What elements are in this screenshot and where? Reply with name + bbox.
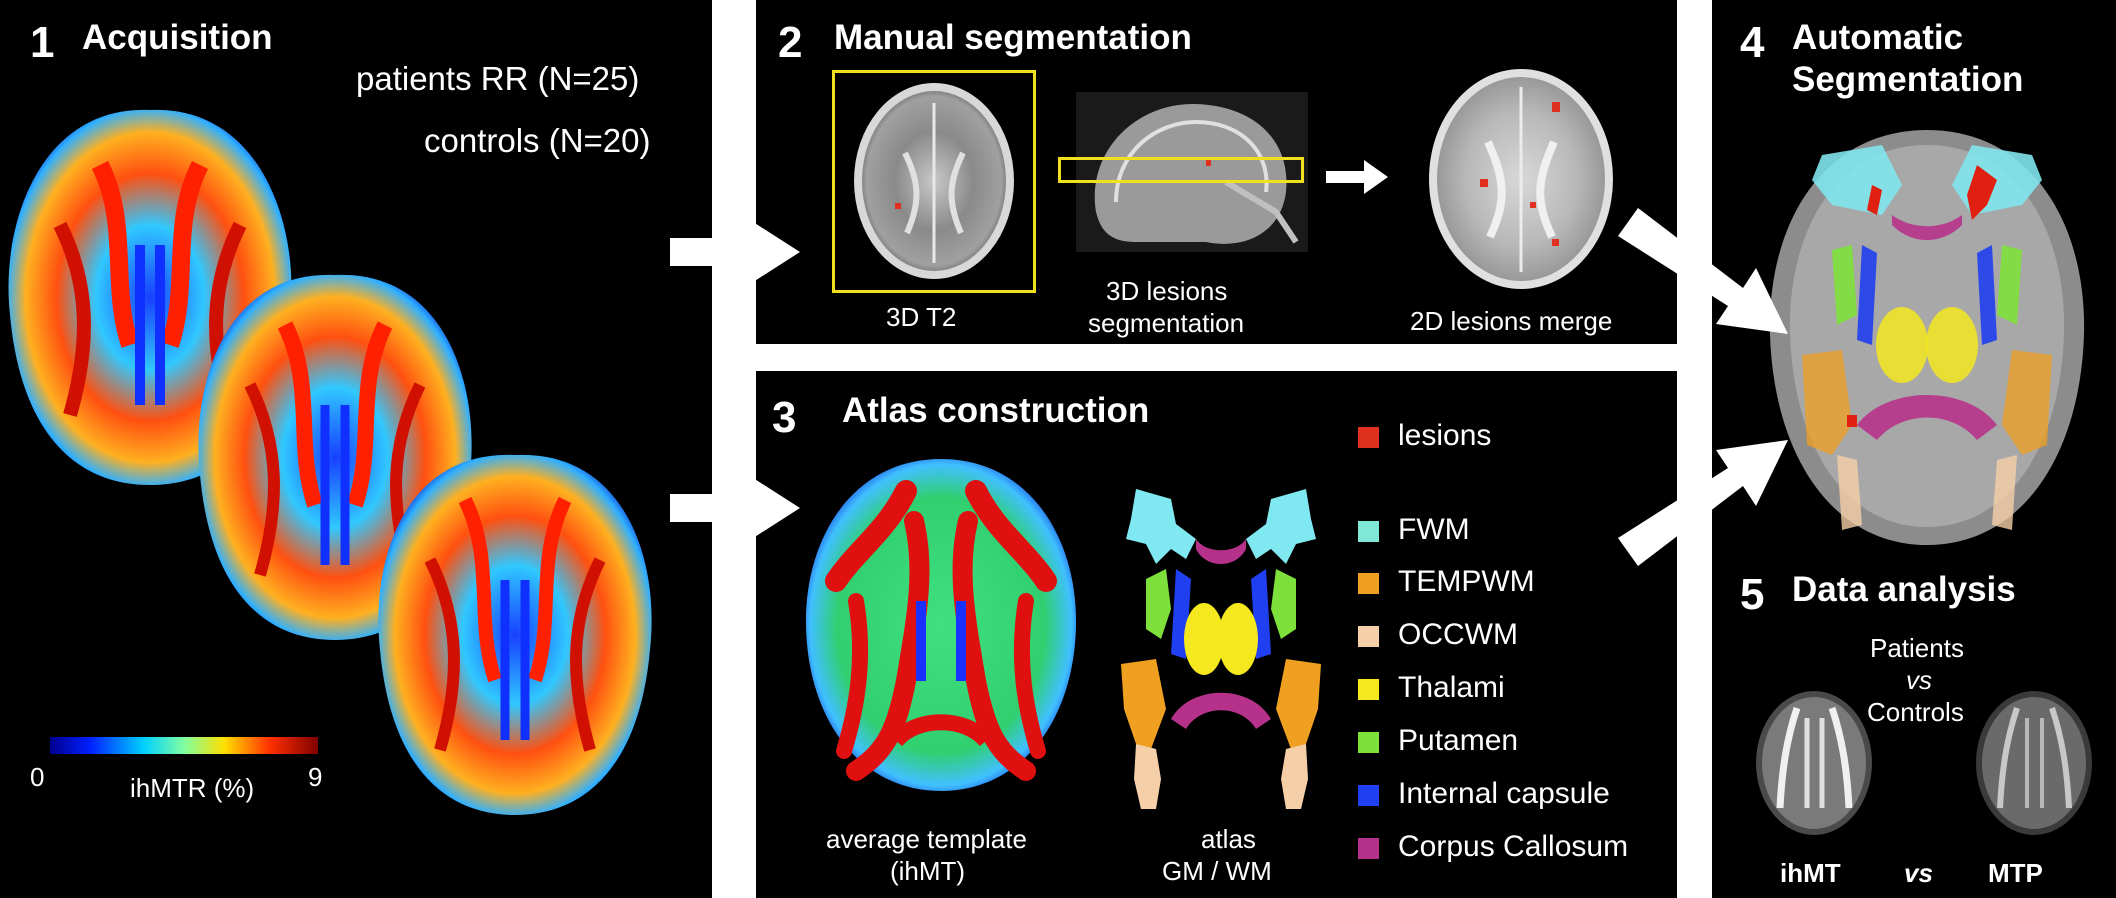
legend-swatch <box>1358 732 1379 753</box>
ihmt-label: ihMT <box>1780 858 1841 888</box>
average-template-image <box>805 459 1077 791</box>
merge-image <box>1429 69 1613 289</box>
panel-title: Atlas construction <box>842 391 1150 430</box>
panel-number: 2 <box>778 18 803 67</box>
legend-label: lesions <box>1398 419 1492 452</box>
colorbar <box>50 737 318 754</box>
panel-acquisition: 1 Acquisition patients RR (N=25) control… <box>0 0 712 898</box>
caption-2d: 2D lesions merge <box>1410 306 1613 336</box>
legend-label: FWM <box>1398 513 1470 546</box>
panel-automatic-segmentation: 4 Automatic Segmentation 5 Data analysis… <box>1712 0 2116 898</box>
ihmt-brain-image <box>1756 691 1872 835</box>
panel-number-4: 4 <box>1740 18 1765 67</box>
panel-title-4-line1: Automatic <box>1792 18 1964 57</box>
panel-atlas-construction: 3 Atlas construction average template (i… <box>756 371 1677 898</box>
mtp-brain-image <box>1976 691 2092 835</box>
caption-3d-line1: 3D lesions <box>1106 276 1228 306</box>
arrow-acquisition-to-atlas <box>670 476 800 540</box>
legend-swatch <box>1358 626 1379 647</box>
compare-line1: Patients <box>1870 633 1964 663</box>
legend-label: TEMPWM <box>1398 565 1535 598</box>
caption-atlas-line1: atlas <box>1201 824 1256 854</box>
legend-swatch <box>1358 838 1379 859</box>
legend-swatch <box>1358 679 1379 700</box>
legend-label: Internal capsule <box>1398 777 1610 810</box>
brain-slices-stack <box>8 109 652 815</box>
caption-template-line2: (ihMT) <box>890 856 966 886</box>
cohort-patients: patients RR (N=25) <box>356 60 640 97</box>
colorbar-min: 0 <box>30 762 45 792</box>
panel-number: 1 <box>30 18 55 67</box>
panel-title: Acquisition <box>82 18 273 57</box>
legend-swatch <box>1358 785 1379 806</box>
mtp-label: MTP <box>1988 858 2043 888</box>
legend-swatch <box>1358 521 1379 542</box>
colorbar-max: 9 <box>308 762 323 792</box>
legend-label: Corpus Callosum <box>1398 830 1629 863</box>
arrow-to-merge <box>1326 160 1388 194</box>
arrow-atlas-to-automatic <box>1618 440 1788 566</box>
arrow-acquisition-to-manual <box>670 220 800 284</box>
slab-highlight <box>1058 157 1304 183</box>
caption-atlas-line2: GM / WM <box>1162 856 1272 886</box>
compare-line3: Controls <box>1867 697 1964 727</box>
auto-segmented-brain <box>1769 130 2085 545</box>
caption-3d-line2: segmentation <box>1088 308 1245 338</box>
panel-title: Manual segmentation <box>834 18 1192 57</box>
colorbar-label: ihMTR (%) <box>130 773 255 803</box>
arrow-manual-to-automatic <box>1618 208 1788 334</box>
brain-slice-3 <box>378 454 652 815</box>
legend-swatch <box>1358 427 1379 448</box>
compare-line2: vs <box>1906 665 1932 695</box>
panel-number-5: 5 <box>1740 570 1765 619</box>
sagittal-image <box>1076 92 1308 252</box>
caption-template-line1: average template <box>826 824 1027 854</box>
vs-label: vs <box>1904 858 1933 888</box>
legend-label: OCCWM <box>1398 618 1518 651</box>
legend-label: Putamen <box>1398 724 1519 757</box>
cohort-controls: controls (N=20) <box>424 122 651 159</box>
panel-number: 3 <box>772 393 797 442</box>
legend-label: Thalami <box>1398 671 1505 704</box>
atlas-image <box>1121 489 1321 809</box>
legend-swatch <box>1358 573 1379 594</box>
panel-manual-segmentation: 2 Manual segmentation 3D T2 3D lesions s… <box>756 0 1677 344</box>
panel-title-4-line2: Segmentation <box>1792 60 2024 99</box>
t2-image-box <box>832 70 1036 293</box>
caption-t2: 3D T2 <box>886 302 957 332</box>
legend: lesions FWM TEMPWM OCCWM Thalami Putamen… <box>1350 371 1670 898</box>
panel-title-5: Data analysis <box>1792 570 2016 609</box>
